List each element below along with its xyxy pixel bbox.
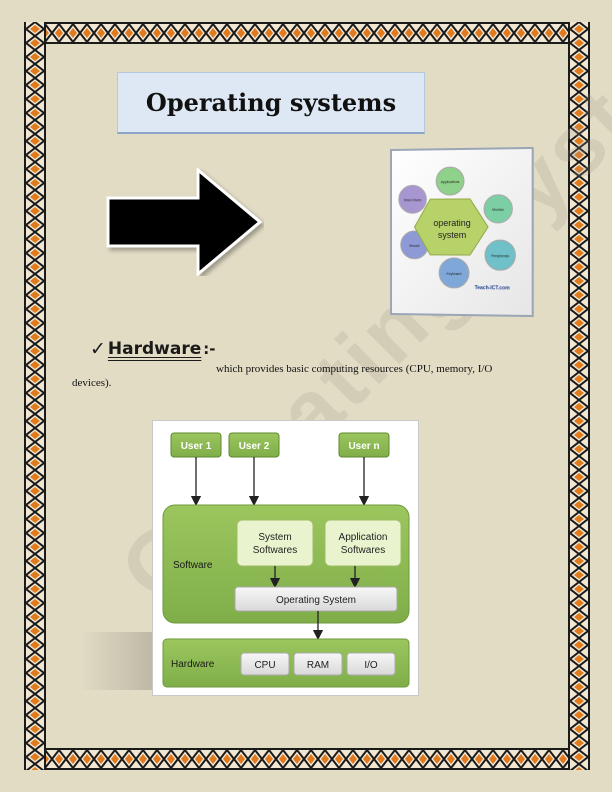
user-n-label: User n (348, 441, 379, 452)
application-softwares-box (324, 519, 402, 567)
os-node-label: Monitor (492, 208, 505, 212)
operating-system-box (234, 586, 398, 612)
hardware-heading-suffix: :- (203, 340, 216, 358)
application-softwares-line-1: Application (339, 532, 388, 543)
software-layer-label: Software (173, 560, 213, 571)
system-softwares-line-1: System (258, 532, 291, 543)
page-border-bottom (24, 748, 590, 770)
application-softwares-line-2: Softwares (341, 545, 385, 556)
os-node-label: Applications (441, 180, 460, 184)
ram-box (293, 652, 343, 676)
page-border-right (568, 22, 590, 770)
system-softwares-line-2: Softwares (253, 545, 297, 556)
os-node-label: Disk Drives (404, 198, 422, 202)
operating-system-image: operating system Applications Monitor Pe… (389, 146, 535, 318)
right-arrow-icon (106, 168, 263, 276)
page-border-top (24, 22, 590, 44)
os-node-label: Keyboard (447, 272, 462, 276)
os-image-label-1: operating (433, 218, 470, 228)
hardware-layer-label: Hardware (171, 659, 215, 670)
os-image-brand: Teach-ICT.com (475, 285, 511, 291)
os-node-label: Mouse (409, 244, 419, 248)
user-2-label: User 2 (239, 441, 270, 452)
os-image-label-2: system (438, 230, 466, 240)
io-label: I/O (364, 660, 378, 671)
page-border-left (24, 22, 46, 770)
user-1-label: User 1 (181, 441, 212, 452)
hardware-heading-label: Hardware (107, 339, 202, 359)
hardware-description-line-2: devices). (72, 377, 112, 389)
user-boxes (170, 432, 390, 458)
system-softwares-box (236, 519, 314, 567)
os-layer-diagram: User 1 User 2 User n Software System Sof… (152, 420, 419, 696)
diagram-shadow (80, 632, 160, 690)
page-title-box: Operating systems (117, 72, 425, 134)
hardware-heading: ✓ Hardware :- (90, 338, 216, 360)
hardware-description-line-1: which provides basic computing resources… (216, 363, 493, 375)
os-node-label: Peripherals (491, 254, 509, 258)
page-title: Operating systems (145, 88, 397, 117)
cpu-label: CPU (254, 660, 275, 671)
ram-label: RAM (307, 660, 329, 671)
os-layer-diagram-svg: User 1 User 2 User n Software System Sof… (162, 432, 410, 688)
cpu-box (240, 652, 290, 676)
operating-system-label: Operating System (276, 595, 356, 606)
checkmark-icon: ✓ (90, 338, 106, 360)
io-box (346, 652, 396, 676)
